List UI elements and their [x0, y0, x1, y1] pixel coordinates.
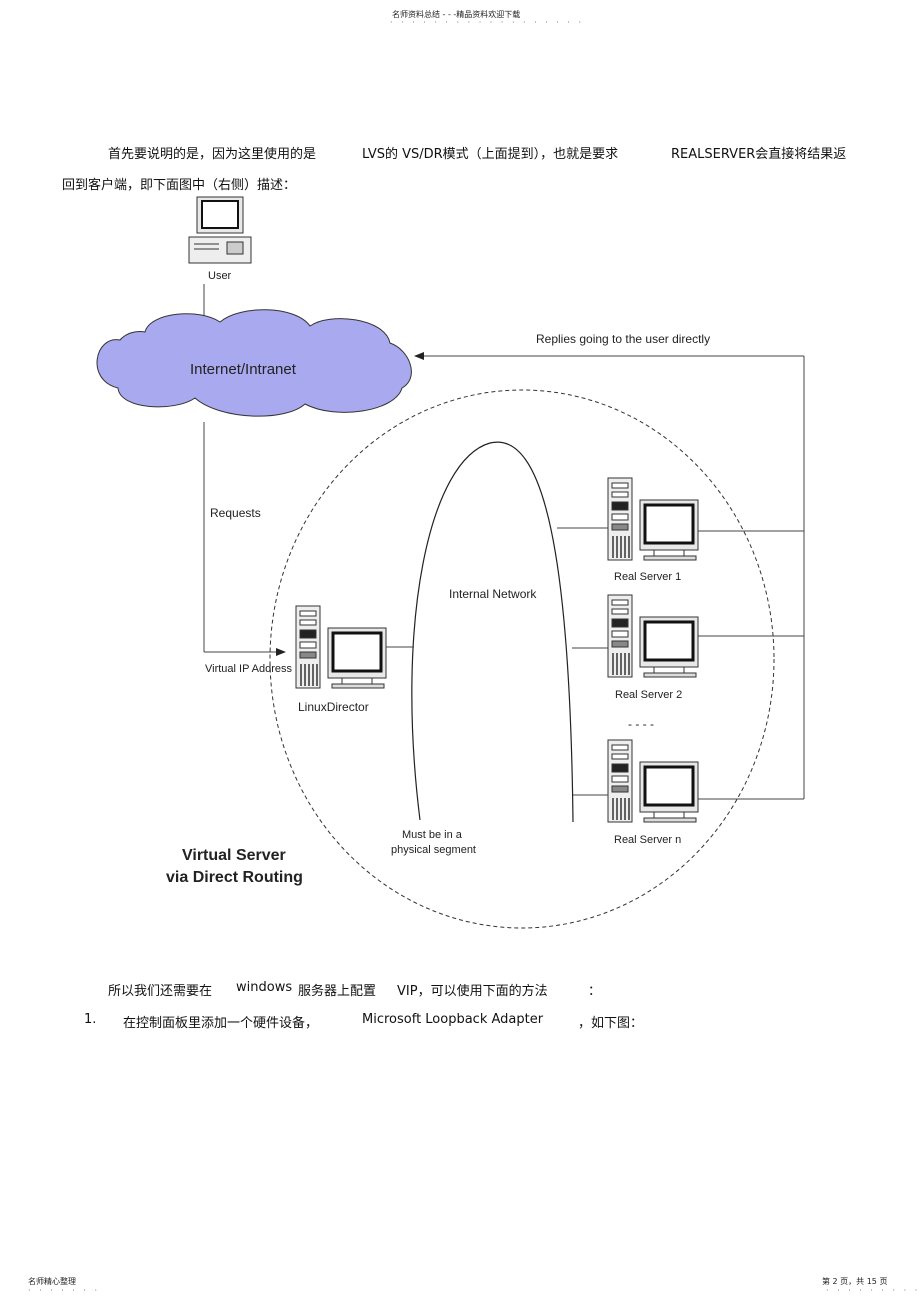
- linux-director-icon: [294, 604, 388, 690]
- page-header-dots: · · · · · · · · · · · · · · · · · ·: [390, 18, 585, 27]
- real-server-n-label: Real Server n: [614, 834, 681, 846]
- replies-label: Replies going to the user directly: [536, 332, 710, 346]
- footer-left: 名师精心整理: [28, 1277, 76, 1286]
- virtual-server-boundary: [269, 389, 775, 929]
- real-server-2-label: Real Server 2: [615, 689, 682, 701]
- step-text-a: 在控制面板里添加一个硬件设备，: [123, 1016, 319, 1031]
- director-label: LinuxDirector: [298, 700, 369, 714]
- requests-arrow-icon: [276, 648, 286, 656]
- real-server-2-icon: [606, 593, 700, 679]
- intro-text-2: 回到客户端，即下面图中（右侧）描述：: [62, 178, 297, 193]
- real-server-n-icon: [606, 738, 700, 824]
- intro-text-1a: 首先要说明的是，因为这里使用的是: [108, 147, 317, 162]
- requests-label: Requests: [210, 506, 261, 520]
- after-text-1a: 所以我们还需要在: [108, 984, 213, 999]
- step-text-c: ，如下图：: [578, 1016, 644, 1031]
- real-server-1-label: Real Server 1: [614, 571, 681, 583]
- footer-page-number: 第 2 页，共 15 页: [822, 1277, 888, 1286]
- cloud-label: Internet/Intranet: [190, 361, 297, 378]
- page-header-title: 名师资料总结 - - -精品资料欢迎下载: [392, 10, 521, 19]
- after-text-1b: windows: [236, 980, 293, 995]
- user-pc-icon: [188, 196, 252, 264]
- after-text-1c: 服务器上配置: [298, 984, 377, 999]
- internet-cloud: [96, 309, 412, 417]
- after-text-1e: ：: [588, 984, 602, 999]
- step-number: 1.: [84, 1012, 97, 1027]
- intro-text-1c: REALSERVER会直接将结果返: [671, 147, 847, 162]
- diagram-title-line1: Virtual Server: [182, 847, 286, 864]
- footer-left-dots: · · · · · · ·: [28, 1286, 101, 1295]
- internal-network-label: Internal Network: [449, 587, 537, 601]
- user-label: User: [208, 270, 232, 282]
- step-text-b: Microsoft Loopback Adapter: [362, 1012, 544, 1027]
- replies-arrow-icon: [414, 352, 424, 360]
- internal-network-arch: [411, 441, 574, 823]
- diagram-title-line2: via Direct Routing: [166, 869, 303, 886]
- footer-right-dots: · · · · · · · · ·: [826, 1286, 920, 1295]
- real-server-1-icon: [606, 476, 700, 562]
- after-text-1d: VIP，可以使用下面的方法: [397, 984, 548, 999]
- server-ellipsis: - - - -: [628, 717, 654, 731]
- segment-note-line2: physical segment: [391, 844, 476, 856]
- vip-label: Virtual IP Address: [205, 663, 293, 675]
- intro-text-1b: LVS的 VS/DR模式（上面提到），也就是要求: [362, 147, 619, 162]
- segment-note-line1: Must be in a: [402, 829, 463, 841]
